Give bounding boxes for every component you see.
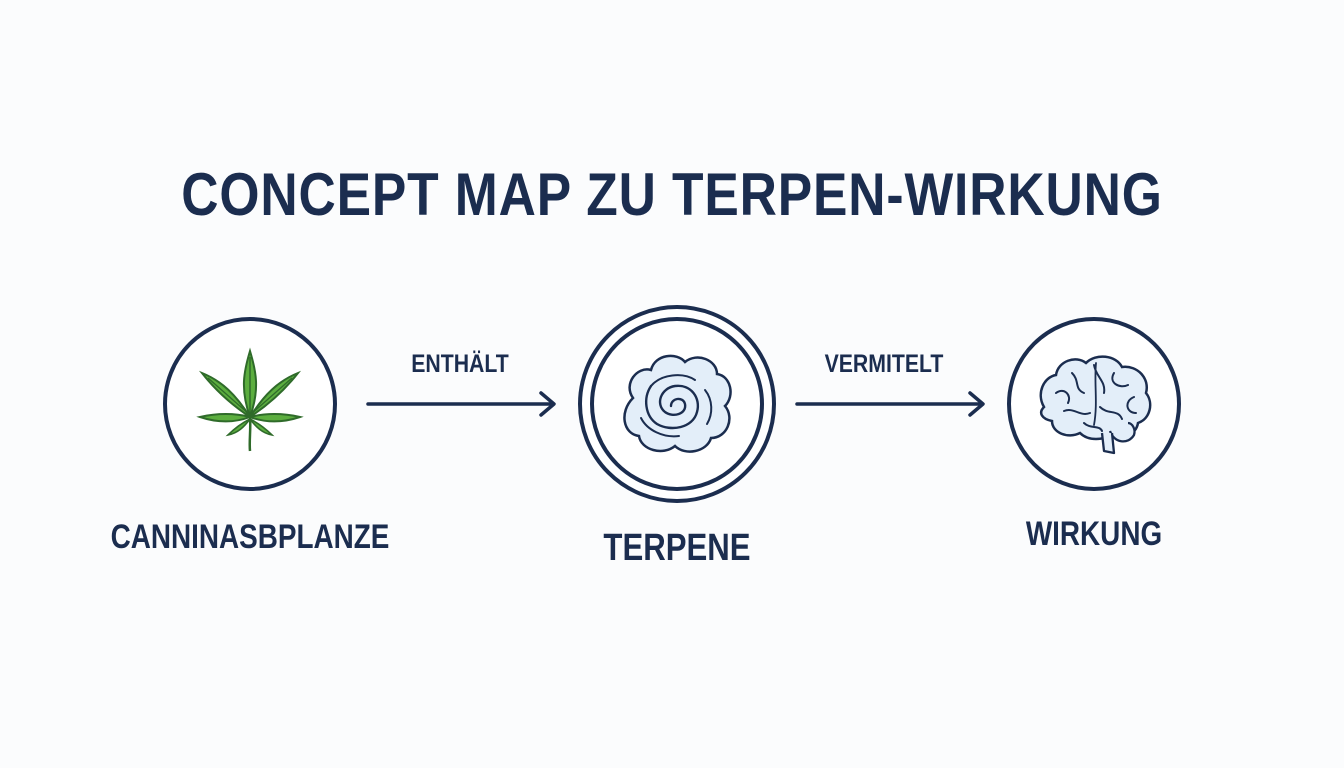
node-plant (163, 317, 337, 491)
arrow-plant-to-terpene (366, 391, 556, 417)
node-label-terpene: TERPENE (603, 527, 751, 569)
brain-icon (1039, 355, 1152, 455)
diagram-title: CONCEPT MAP ZU TERPEN-WIRKUNG (181, 161, 1163, 228)
node-terpene (578, 305, 776, 503)
edge-label-contains: ENTHÄLT (411, 350, 509, 378)
node-effect (1007, 317, 1181, 491)
inner-ring (590, 317, 764, 491)
edge-label-mediates: VERMITELT (824, 350, 944, 378)
node-label-plant: CANNINASBPLANZE (110, 518, 390, 556)
terpene-swirl-icon (623, 354, 732, 453)
cannabis-leaf-icon (196, 347, 304, 452)
arrow-terpene-to-effect (795, 391, 985, 417)
node-label-effect: WIRKUNG (1025, 515, 1163, 553)
